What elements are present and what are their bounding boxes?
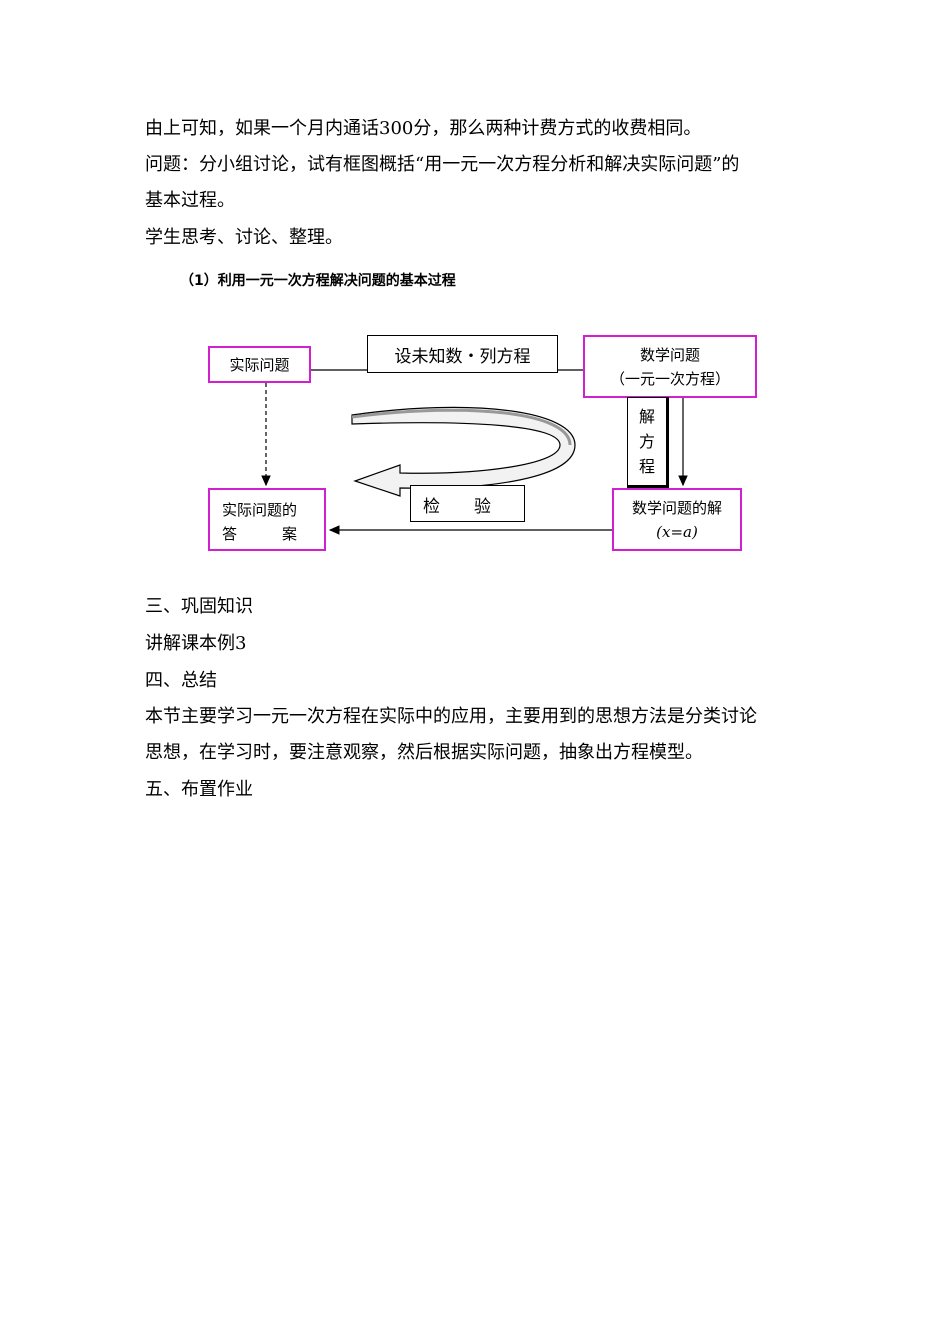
- check-arrow-shade: [351, 408, 572, 446]
- solve-char-3: 程: [638, 457, 655, 476]
- question-line-cont: 基本过程。: [145, 190, 235, 211]
- summary-line-2: 思想，在学习时，要注意观察，然后根据实际问题，抽象出方程模型。: [145, 742, 703, 763]
- real-answer-box: 实际问题的 答 案: [208, 488, 326, 551]
- real-problem-label: 实际问题: [229, 356, 290, 374]
- section-5-heading: 五、布置作业: [145, 779, 253, 800]
- set-unknown-label: 设未知数・列方程: [394, 346, 531, 367]
- math-problem-label: 数学问题: [639, 345, 700, 364]
- math-problem-box: 数学问题 （一元一次方程）: [583, 335, 757, 398]
- summary-line-1: 本节主要学习一元一次方程在实际中的应用，主要用到的思想方法是分类讨论: [145, 706, 757, 727]
- math-problem-sublabel: （一元一次方程）: [609, 369, 730, 388]
- solve-char-1: 解: [638, 407, 655, 426]
- set-unknown-box: 设未知数・列方程: [367, 335, 558, 373]
- activity-line: 学生思考、讨论、整理。: [145, 227, 343, 248]
- real-answer-label: 实际问题的: [222, 501, 298, 519]
- real-answer-sublabel: 答 案: [222, 525, 298, 543]
- check-label: 检 验: [423, 497, 491, 517]
- section-3-heading: 三、巩固知识: [145, 596, 253, 617]
- question-line: 问题：分小组讨论，试有框图概括“用一元一次方程分析和解决实际问题”的: [145, 154, 740, 175]
- real-problem-box: 实际问题: [208, 346, 311, 383]
- math-solution-label: 数学问题的解: [631, 498, 722, 517]
- section-4-heading: 四、总结: [145, 670, 217, 691]
- solve-char-2: 方: [638, 432, 655, 451]
- math-solution-box: 数学问题的解 (x=a): [612, 488, 742, 551]
- explain-line: 讲解课本例3: [145, 633, 247, 654]
- paragraph-line: 由上可知，如果一个月内通话300分，那么两种计费方式的收费相同。: [145, 118, 702, 139]
- check-box: 检 验: [410, 485, 525, 522]
- check-curved-arrow: [351, 406, 576, 497]
- diagram-caption: （1）利用一元一次方程解决问题的基本过程: [180, 273, 456, 289]
- solve-equation-box: 解 方 程: [627, 397, 669, 488]
- math-solution-formula: (x=a): [656, 522, 698, 541]
